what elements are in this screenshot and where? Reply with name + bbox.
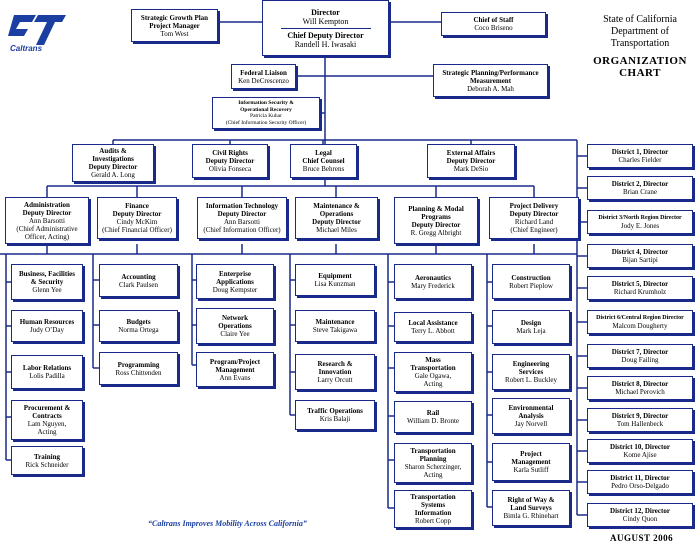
info-security-box: Information Security &Operational Recove… <box>212 97 320 129</box>
chart-title: ORGANIZATION CHART <box>593 55 687 79</box>
chart-date: AUGUST 2006 <box>610 533 674 543</box>
slogan: “Caltrans Improves Mobility Across Calif… <box>148 519 307 528</box>
caltrans-logo-icon <box>8 15 66 45</box>
logo-text: Caltrans <box>10 44 43 53</box>
state-header: State of California Department of Transp… <box>603 14 677 49</box>
